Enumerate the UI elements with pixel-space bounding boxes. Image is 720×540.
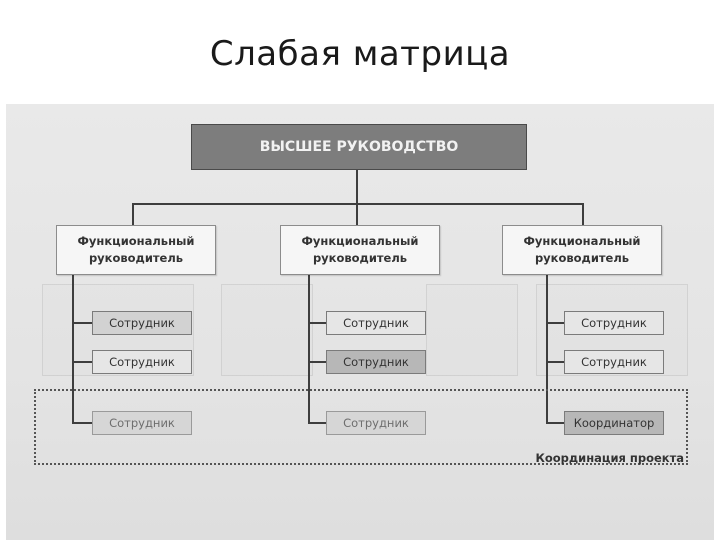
employee-box: Сотрудник xyxy=(92,311,192,335)
employee-box: Сотрудник xyxy=(92,411,192,435)
connector-line xyxy=(308,361,328,363)
project-coordination-label: Координация проекта xyxy=(535,451,684,465)
employee-box: Сотрудник xyxy=(326,411,426,435)
employee-box: Сотрудник xyxy=(564,350,664,374)
slide-title: Слабая матрица xyxy=(209,34,511,74)
org-chart-photo: ВЫСШЕЕ РУКОВОДСТВО Функциональный руково… xyxy=(6,104,714,540)
connector-line xyxy=(72,275,74,423)
background-grid-cell xyxy=(221,284,313,376)
top-management-box: ВЫСШЕЕ РУКОВОДСТВО xyxy=(191,124,527,170)
coordinator-box: Координатор xyxy=(564,411,664,435)
connector-line xyxy=(72,361,94,363)
connector-line xyxy=(132,203,584,205)
background-grid-cell xyxy=(426,284,518,376)
connector-line xyxy=(72,322,94,324)
connector-line xyxy=(308,275,310,423)
connector-line xyxy=(132,203,134,225)
employee-box: Сотрудник xyxy=(326,350,426,374)
connector-line xyxy=(356,203,358,225)
functional-manager-box: Функциональный руководитель xyxy=(502,225,662,275)
employee-box: Сотрудник xyxy=(326,311,426,335)
connector-line xyxy=(546,361,566,363)
connector-line xyxy=(546,322,566,324)
connector-line xyxy=(546,422,566,424)
functional-manager-box: Функциональный руководитель xyxy=(56,225,216,275)
connector-line xyxy=(356,170,358,204)
employee-box: Сотрудник xyxy=(92,350,192,374)
connector-line xyxy=(308,322,328,324)
connector-line xyxy=(308,422,328,424)
employee-box: Сотрудник xyxy=(564,311,664,335)
functional-manager-box: Функциональный руководитель xyxy=(280,225,440,275)
project-coordination-zone xyxy=(34,389,688,465)
connector-line xyxy=(72,422,94,424)
connector-line xyxy=(582,203,584,225)
connector-line xyxy=(546,275,548,423)
